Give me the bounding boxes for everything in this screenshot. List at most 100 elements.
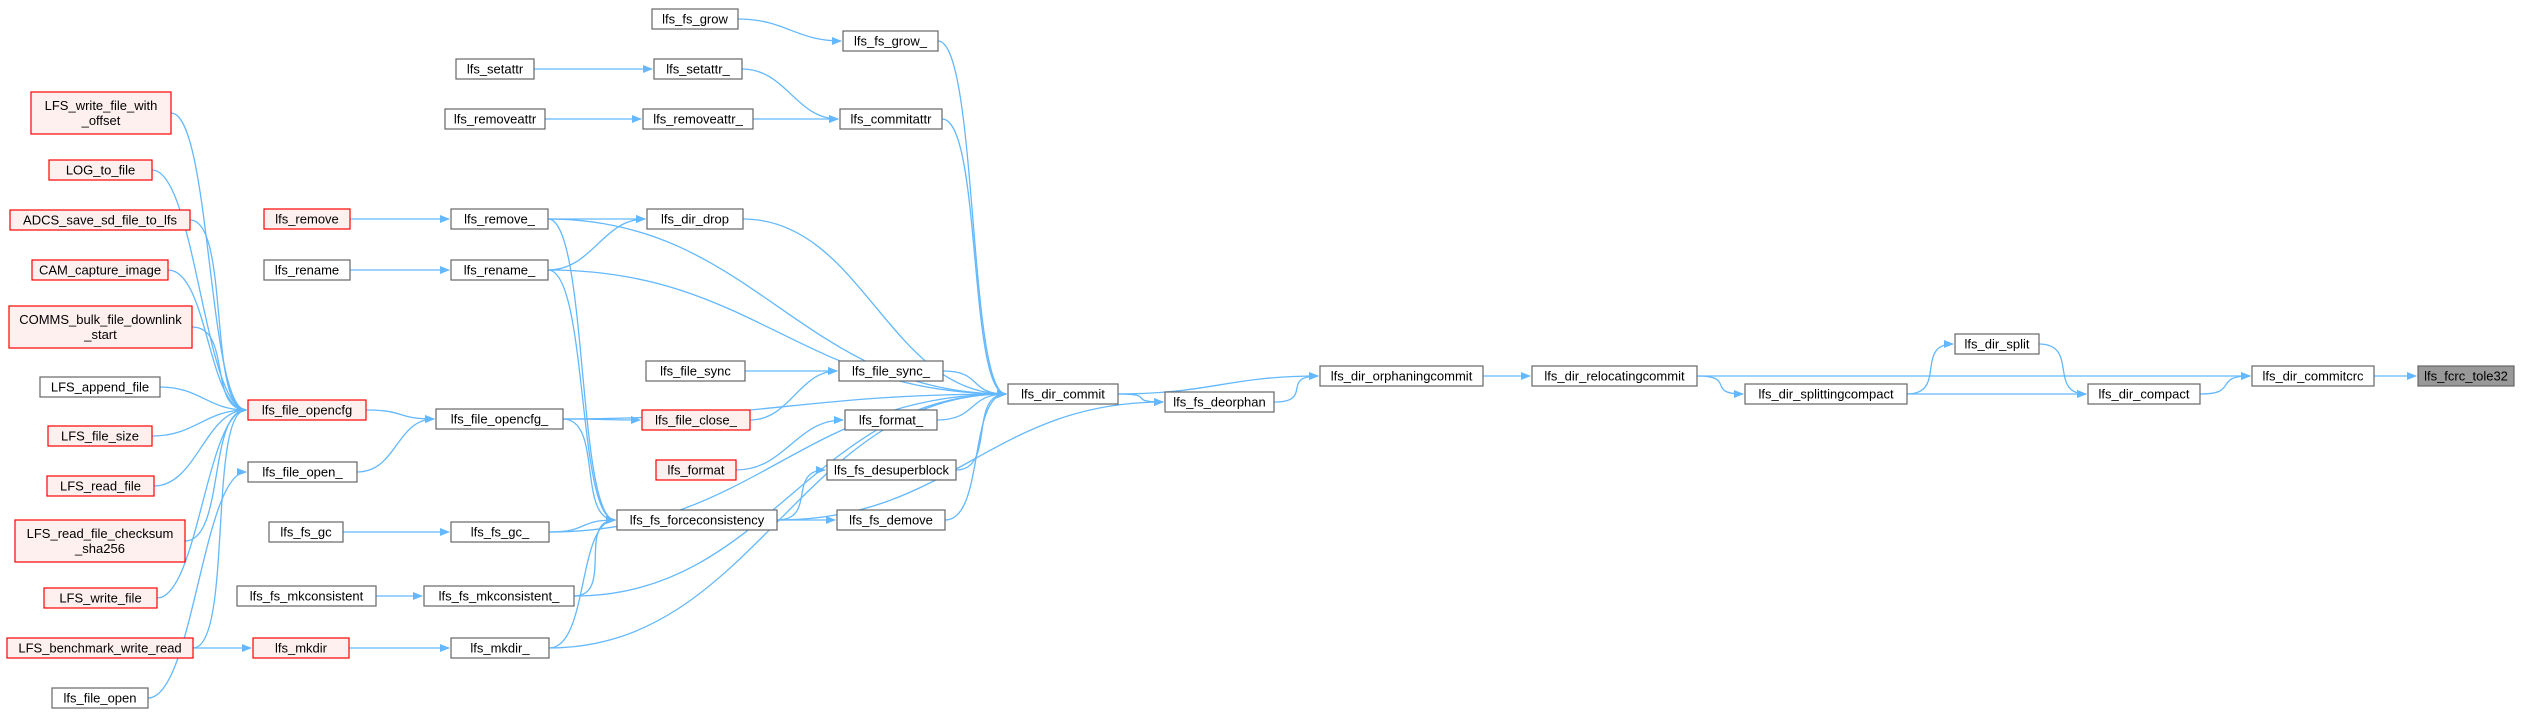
edge-lfs_file_opencfg_-to-lfs_fs_forceconsistency [562, 418, 616, 524]
node-label-lfs_mkdir: lfs_mkdir [275, 641, 328, 656]
node-lfs_dir_splittingcompact[interactable]: lfs_dir_splittingcompact [1744, 383, 1908, 405]
node-lfs_rename_[interactable]: lfs_rename_ [450, 259, 549, 281]
node-lfs_remove[interactable]: lfs_remove [263, 208, 351, 230]
node-lfs_commitattr[interactable]: lfs_commitattr [839, 108, 943, 130]
node-box-lfs_file_opencfg [247, 399, 367, 421]
node-label-lfs_fs_gc: lfs_fs_gc [280, 525, 332, 540]
node-LFS_write_file_with_offset[interactable]: LFS_write_file_with_offset [30, 91, 172, 135]
node-box-lfs_setattr [455, 58, 535, 80]
node-lfs_fs_desuperblock[interactable]: lfs_fs_desuperblock [826, 459, 957, 481]
node-lfs_setattr[interactable]: lfs_setattr [455, 58, 535, 80]
node-lfs_fs_grow_[interactable]: lfs_fs_grow_ [842, 30, 939, 52]
node-LFS_write_file[interactable]: LFS_write_file [43, 587, 158, 609]
node-lfs_remove_[interactable]: lfs_remove_ [450, 208, 549, 230]
edge-CAM_capture_image-to-lfs_file_opencfg [167, 269, 247, 414]
node-lfs_file_opencfg[interactable]: lfs_file_opencfg [247, 399, 367, 421]
node-lfs_file_open[interactable]: lfs_file_open [51, 687, 149, 709]
node-lfs_mkdir_[interactable]: lfs_mkdir_ [450, 637, 550, 659]
edge-lfs_dir_compact-to-lfs_dir_commitcrc [2199, 372, 2251, 395]
node-box-lfs_fs_demove [836, 509, 946, 531]
node-label-LFS_write_file_with_offset: LFS_write_file_with [45, 98, 158, 113]
edge-lfs_file_opencfg-to-lfs_file_opencfg_ [365, 409, 435, 423]
node-label-lfs_fs_gc_: lfs_fs_gc_ [471, 525, 530, 540]
node-label-lfs_dir_commitcrc: lfs_dir_commitcrc [2262, 369, 2364, 384]
node-label-lfs_fs_deorphan: lfs_fs_deorphan [1173, 395, 1266, 410]
node-lfs_fs_grow[interactable]: lfs_fs_grow [651, 8, 739, 30]
node-lfs_dir_commitcrc[interactable]: lfs_dir_commitcrc [2251, 365, 2375, 387]
node-box-lfs_dir_relocatingcommit [1531, 365, 1698, 387]
node-label-COMMS_bulk_file_downlink_start: COMMS_bulk_file_downlink [19, 312, 182, 327]
node-lfs_fs_deorphan[interactable]: lfs_fs_deorphan [1164, 391, 1275, 413]
node-lfs_fs_mkconsistent_[interactable]: lfs_fs_mkconsistent_ [423, 585, 575, 607]
edge-lfs_dir_relocatingcommit-to-lfs_dir_splittingcompact [1696, 375, 1744, 398]
edge-lfs_setattr_-to-lfs_commitattr [741, 68, 839, 123]
node-ADCS_save_sd_file_to_lfs[interactable]: ADCS_save_sd_file_to_lfs [9, 209, 191, 231]
node-LFS_read_file[interactable]: LFS_read_file [46, 475, 155, 497]
node-box-lfs_removeattr [444, 108, 546, 130]
edge-lfs_fs_forceconsistency-to-lfs_fs_desuperblock [776, 466, 826, 521]
edge-lfs_dir_commit-to-lfs_fs_deorphan [1117, 393, 1164, 406]
node-lfs_dir_split[interactable]: lfs_dir_split [1954, 333, 2040, 355]
node-lfs_fs_gc_[interactable]: lfs_fs_gc_ [450, 521, 550, 543]
node-box-LFS_read_file_checksum_sha256 [14, 519, 186, 563]
node-box-lfs_remove_ [450, 208, 549, 230]
node-label-lfs_format: lfs_format [667, 463, 724, 478]
node-lfs_removeattr[interactable]: lfs_removeattr [444, 108, 546, 130]
node-LFS_benchmark_write_read[interactable]: LFS_benchmark_write_read [6, 637, 194, 659]
edge-LFS_read_file-to-lfs_file_opencfg [153, 406, 247, 487]
node-LFS_append_file[interactable]: LFS_append_file [39, 376, 161, 398]
node-lfs_file_close_[interactable]: lfs_file_close_ [641, 409, 751, 431]
node-lfs_removeattr_[interactable]: lfs_removeattr_ [642, 108, 754, 130]
node-box-COMMS_bulk_file_downlink_start [8, 305, 193, 349]
node-lfs_fs_mkconsistent[interactable]: lfs_fs_mkconsistent [236, 585, 377, 607]
node-lfs_fcrc_tole32[interactable]: lfs_fcrc_tole32 [2417, 365, 2515, 387]
node-box-lfs_fs_mkconsistent [236, 585, 377, 607]
edge-lfs_rename_-to-lfs_dir_drop [547, 215, 646, 271]
node-LFS_file_size[interactable]: LFS_file_size [47, 425, 153, 447]
node-label-lfs_file_close_: lfs_file_close_ [655, 413, 737, 428]
node-box-lfs_fs_deorphan [1164, 391, 1275, 413]
node-lfs_format_[interactable]: lfs_format_ [844, 409, 938, 431]
edge-lfs_fs_grow-to-lfs_fs_grow_ [737, 18, 842, 45]
edge-lfs_remove_-to-lfs_dir_commit [547, 218, 1007, 398]
node-lfs_mkdir[interactable]: lfs_mkdir [252, 637, 350, 659]
node-lfs_file_open_[interactable]: lfs_file_open_ [247, 461, 358, 483]
node-lfs_fs_forceconsistency[interactable]: lfs_fs_forceconsistency [616, 509, 778, 531]
node-lfs_dir_compact[interactable]: lfs_dir_compact [2087, 383, 2201, 405]
node-lfs_file_opencfg_[interactable]: lfs_file_opencfg_ [435, 408, 564, 430]
node-lfs_fs_demove[interactable]: lfs_fs_demove [836, 509, 946, 531]
edge-lfs_fs_deorphan-to-lfs_dir_orphaningcommit [1273, 372, 1319, 403]
edge-lfs_file_sync_-to-lfs_dir_commit [942, 370, 1007, 398]
edge-lfs_rename_-to-lfs_fs_forceconsistency [547, 269, 616, 524]
node-lfs_format[interactable]: lfs_format [655, 459, 737, 481]
node-COMMS_bulk_file_downlink_start[interactable]: COMMS_bulk_file_downlink_start [8, 305, 193, 349]
node-CAM_capture_image[interactable]: CAM_capture_image [31, 259, 169, 281]
node-lfs_dir_drop[interactable]: lfs_dir_drop [646, 208, 744, 230]
node-lfs_fs_gc[interactable]: lfs_fs_gc [268, 521, 344, 543]
node-box-lfs_mkdir [252, 637, 350, 659]
node-lfs_dir_orphaningcommit[interactable]: lfs_dir_orphaningcommit [1319, 365, 1484, 387]
edge-lfs_file_open_-to-lfs_file_opencfg_ [356, 415, 435, 473]
node-lfs_setattr_[interactable]: lfs_setattr_ [653, 58, 743, 80]
node-lfs_dir_commit[interactable]: lfs_dir_commit [1007, 383, 1119, 405]
node-box-LFS_file_size [47, 425, 153, 447]
node-LFS_read_file_checksum_sha256[interactable]: LFS_read_file_checksum_sha256 [14, 519, 186, 563]
node-lfs_dir_relocatingcommit[interactable]: lfs_dir_relocatingcommit [1531, 365, 1698, 387]
node-box-lfs_fcrc_tole32 [2417, 365, 2515, 387]
edge-lfs_remove_-to-lfs_fs_forceconsistency [547, 218, 616, 524]
node-label-lfs_commitattr: lfs_commitattr [851, 112, 933, 127]
edge-lfs_mkdir_-to-lfs_dir_commit [548, 390, 1007, 649]
node-box-lfs_fs_mkconsistent_ [423, 585, 575, 607]
edge-lfs_file_opencfg_-to-lfs_dir_commit [562, 390, 1007, 420]
edge-LOG_to_file-to-lfs_file_opencfg [151, 169, 247, 414]
edge-LFS_append_file-to-lfs_file_opencfg [159, 386, 247, 414]
node-label-lfs_file_opencfg: lfs_file_opencfg [262, 403, 352, 418]
node-lfs_file_sync_[interactable]: lfs_file_sync_ [838, 360, 944, 382]
node-box-lfs_fs_forceconsistency [616, 509, 778, 531]
node-box-lfs_fs_grow_ [842, 30, 939, 52]
node-lfs_rename[interactable]: lfs_rename [263, 259, 351, 281]
node-lfs_file_sync[interactable]: lfs_file_sync [645, 360, 746, 382]
edge-lfs_file_close_-to-lfs_file_sync_ [749, 367, 838, 421]
node-label-lfs_dir_splittingcompact: lfs_dir_splittingcompact [1758, 387, 1894, 402]
node-LOG_to_file[interactable]: LOG_to_file [48, 159, 153, 181]
